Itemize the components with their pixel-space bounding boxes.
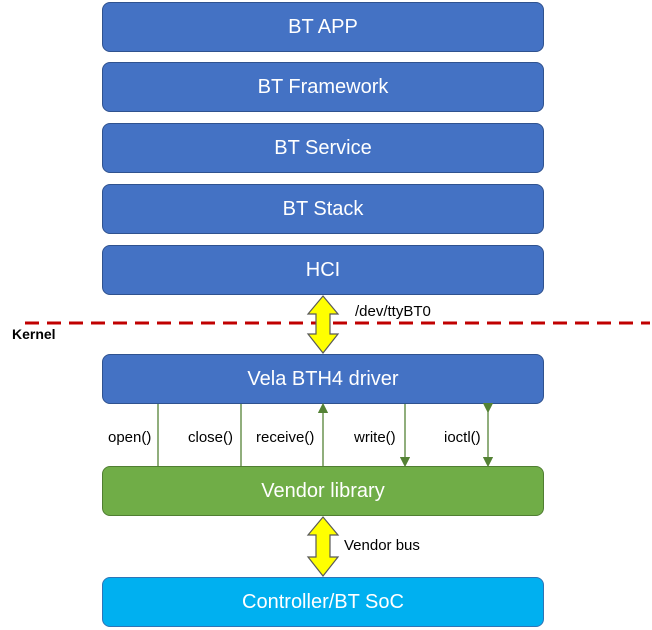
write-call-label: write() xyxy=(354,429,396,446)
bt-framework-box: BT Framework xyxy=(102,62,544,112)
vendor-library-label: Vendor library xyxy=(261,479,385,502)
bt-stack-box: BT Stack xyxy=(102,184,544,234)
hci-label: HCI xyxy=(305,258,341,281)
vendor-controller-bidirectional-arrow xyxy=(306,516,340,577)
vendor-library-box: Vendor library xyxy=(102,466,544,516)
bt-stack-label: BT Stack xyxy=(282,197,364,220)
hci-box: HCI xyxy=(102,245,544,295)
close-call-label: close() xyxy=(188,429,234,446)
ioctl-call-label: ioctl() xyxy=(444,429,481,446)
bt-app-label: BT APP xyxy=(288,15,358,38)
bt-service-label: BT Service xyxy=(274,136,372,159)
receive-call-label: receive() xyxy=(256,429,315,446)
vela-bth4-driver-box: Vela BTH4 driver xyxy=(102,354,544,404)
vendor-bus-label: Vendor bus xyxy=(344,537,420,554)
controller-soc-label: Controller/BT SoC xyxy=(242,590,404,613)
hci-driver-bidirectional-arrow xyxy=(306,295,340,354)
bt-framework-label: BT Framework xyxy=(257,75,389,98)
bt-service-box: BT Service xyxy=(102,123,544,173)
controller-soc-box: Controller/BT SoC xyxy=(102,577,544,627)
vela-bth4-driver-label: Vela BTH4 driver xyxy=(247,367,399,390)
tty-device-label: /dev/ttyBT0 xyxy=(355,303,431,320)
kernel-label: Kernel xyxy=(12,326,56,342)
open-call-label: open() xyxy=(108,429,152,446)
bt-app-box: BT APP xyxy=(102,2,544,52)
